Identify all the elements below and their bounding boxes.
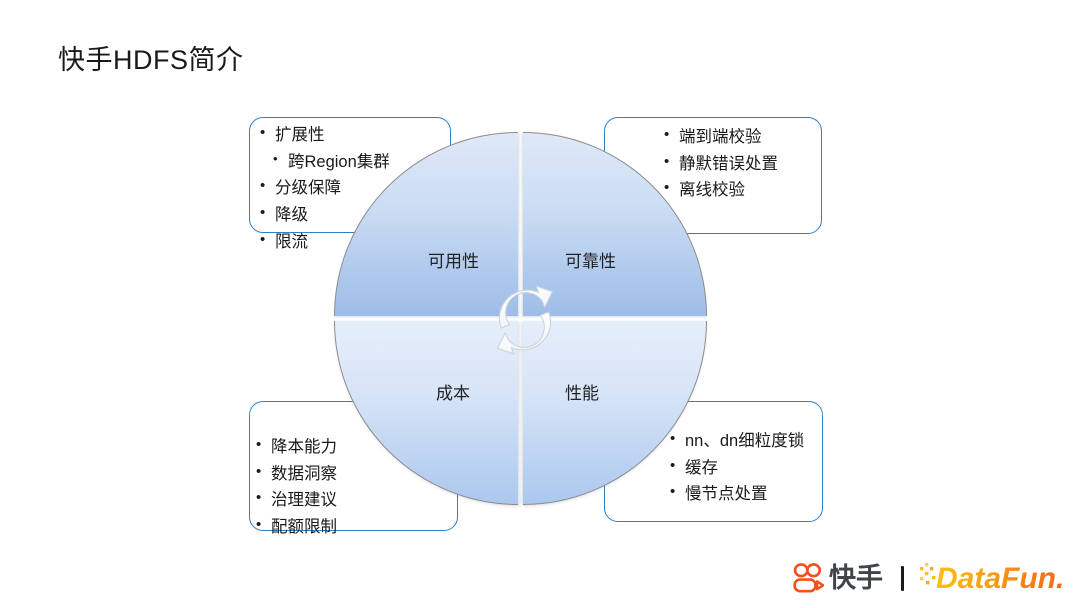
list-item: 限流 (260, 228, 390, 256)
kuaishou-camera-icon (790, 563, 824, 593)
list-item: 离线校验 (664, 176, 778, 204)
list-item: 慢节点处置 (670, 480, 804, 508)
datafun-logo: DataFun. (920, 561, 1068, 595)
list-item: 静默错误处置 (664, 150, 778, 178)
callout-list-cost: 降本能力 数据洞察 治理建议 配额限制 (256, 433, 337, 541)
list-item: 分级保障 (260, 174, 390, 202)
quadrant-label-performance: 性能 (565, 384, 599, 403)
list-item: 数据洞察 (256, 460, 337, 488)
callout-list-availability: 扩展性 跨Region集群 分级保障 降级 限流 (260, 121, 390, 256)
quadrant-label-availability: 可用性 (428, 252, 479, 271)
list-item: 降级 (260, 201, 390, 229)
kuaishou-logo-text: 快手 (829, 562, 883, 593)
list-item: 配额限制 (256, 513, 337, 541)
list-item: 跨Region集群 (260, 148, 390, 176)
cycle-arrows-icon (487, 282, 563, 358)
list-item: 降本能力 (256, 433, 337, 461)
list-item: 扩展性 (260, 121, 390, 149)
list-item: 缓存 (670, 454, 804, 482)
page-title: 快手HDFS简介 (58, 45, 244, 75)
list-item: 治理建议 (256, 486, 337, 514)
logo-divider (901, 565, 904, 591)
quadrant-label-cost: 成本 (436, 384, 470, 403)
cycle-arrow-upper (498, 285, 553, 329)
callout-list-reliability: 端到端校验 静默错误处置 离线校验 (664, 123, 778, 204)
callout-list-performance: nn、dn细粒度锁 缓存 慢节点处置 (670, 427, 804, 508)
cycle-arrow-lower (497, 311, 552, 355)
list-item: 端到端校验 (664, 123, 778, 151)
datafun-logo-text: DataFun. (936, 562, 1064, 595)
datafun-dots-icon (920, 563, 936, 585)
list-item: nn、dn细粒度锁 (670, 427, 804, 455)
footer-logos: 快手 DataFun. (790, 558, 1068, 598)
quadrant-label-reliability: 可靠性 (565, 252, 616, 271)
